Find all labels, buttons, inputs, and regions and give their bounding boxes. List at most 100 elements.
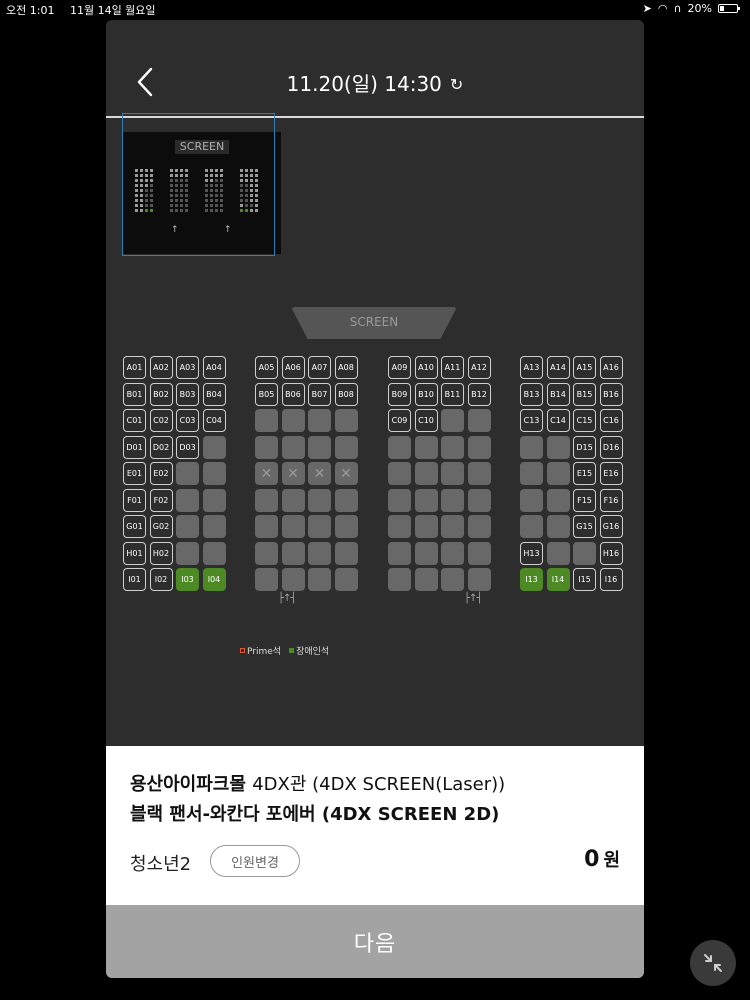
seat-available[interactable]: B08: [334, 382, 358, 406]
seat-available[interactable]: C02: [149, 409, 173, 432]
seat-taken: [414, 541, 438, 565]
minimap-dot: [135, 189, 138, 192]
seat-available[interactable]: C03: [176, 409, 199, 432]
minimap-dot: [175, 189, 178, 192]
seat-available[interactable]: B04: [202, 382, 226, 406]
seat-available[interactable]: B16: [599, 382, 623, 406]
seat-available[interactable]: G15: [573, 515, 596, 538]
seat-available[interactable]: G16: [599, 515, 623, 538]
minimap-dot: [240, 179, 243, 182]
seat-available[interactable]: A14: [546, 356, 570, 379]
seat-handicap[interactable]: I14: [546, 568, 570, 591]
seat-available[interactable]: B01: [123, 382, 146, 406]
seat-available[interactable]: G02: [149, 515, 173, 538]
seat-available[interactable]: B02: [149, 382, 173, 406]
minimap-dot: [220, 204, 223, 207]
seat-available[interactable]: B05: [255, 382, 278, 406]
seat-available[interactable]: B14: [546, 382, 570, 406]
refresh-icon[interactable]: ↻: [449, 75, 464, 94]
minimap-exit-icon: ↑: [224, 225, 232, 235]
seat-available[interactable]: H16: [599, 541, 623, 565]
next-button[interactable]: 다음: [106, 905, 644, 978]
seat-available[interactable]: C16: [599, 409, 623, 432]
seat-available[interactable]: B10: [414, 382, 438, 406]
back-button[interactable]: [132, 64, 158, 100]
minimap-dot: [220, 184, 223, 187]
seat-available[interactable]: I02: [149, 568, 173, 591]
change-people-button[interactable]: 인원변경: [210, 845, 300, 877]
seat-available[interactable]: F16: [599, 488, 623, 512]
seat-available[interactable]: A03: [176, 356, 199, 379]
seat-available[interactable]: A13: [520, 356, 543, 379]
seat-available[interactable]: A16: [599, 356, 623, 379]
seat-available[interactable]: D02: [149, 435, 173, 459]
seat-available[interactable]: A04: [202, 356, 226, 379]
seat-available[interactable]: C13: [520, 409, 543, 432]
seat-available[interactable]: A06: [281, 356, 305, 379]
seat-available[interactable]: B13: [520, 382, 543, 406]
seat-available[interactable]: B07: [308, 382, 331, 406]
seat-available[interactable]: D16: [599, 435, 623, 459]
minimap-dot: [145, 179, 148, 182]
seat-available[interactable]: E16: [599, 462, 623, 485]
seat-available[interactable]: F02: [149, 488, 173, 512]
seat-available[interactable]: F01: [123, 488, 146, 512]
seat-available[interactable]: B12: [467, 382, 491, 406]
seat-available[interactable]: E01: [123, 462, 146, 485]
seat-minimap[interactable]: SCREEN ↑↑: [123, 132, 281, 254]
seat-available[interactable]: C15: [573, 409, 596, 432]
seat-available[interactable]: B11: [441, 382, 464, 406]
seat-available[interactable]: C01: [123, 409, 146, 432]
seat-available[interactable]: I16: [599, 568, 623, 591]
seat-available[interactable]: B09: [388, 382, 411, 406]
seat-available[interactable]: A01: [123, 356, 146, 379]
minimap-dot: [255, 184, 258, 187]
seat-available[interactable]: B15: [573, 382, 596, 406]
seat-available[interactable]: E15: [573, 462, 596, 485]
seat-available[interactable]: A09: [388, 356, 411, 379]
seat-available[interactable]: A10: [414, 356, 438, 379]
seat-available[interactable]: G01: [123, 515, 146, 538]
collapse-arrows-icon: [704, 954, 722, 972]
seat-available[interactable]: A05: [255, 356, 278, 379]
exit-fullscreen-button[interactable]: [690, 940, 736, 986]
booking-info-panel: 용산아이파크몰 4DX관 (4DX SCREEN(Laser)) 블랙 팬서-와…: [106, 746, 644, 905]
seat-available[interactable]: F15: [573, 488, 596, 512]
seat-available[interactable]: I01: [123, 568, 146, 591]
minimap-dot: [210, 184, 213, 187]
seat-available[interactable]: C14: [546, 409, 570, 432]
seat-available[interactable]: I15: [573, 568, 596, 591]
prime-swatch-icon: [240, 648, 245, 653]
seat-available[interactable]: A08: [334, 356, 358, 379]
seat-taken: [467, 541, 491, 565]
seat-available[interactable]: E02: [149, 462, 173, 485]
minimap-dot: [240, 204, 243, 207]
minimap-dot: [205, 194, 208, 197]
seat-available[interactable]: B03: [176, 382, 199, 406]
seat-handicap[interactable]: I03: [176, 568, 199, 591]
seat-available[interactable]: C04: [202, 409, 226, 432]
seat-handicap[interactable]: I13: [520, 568, 543, 591]
seat-available[interactable]: A11: [441, 356, 464, 379]
seat-available[interactable]: A07: [308, 356, 331, 379]
seat-handicap[interactable]: I04: [202, 568, 226, 591]
minimap-dot: [205, 179, 208, 182]
seat-available[interactable]: C10: [414, 409, 438, 432]
minimap-dot: [185, 179, 188, 182]
seat-available[interactable]: D15: [573, 435, 596, 459]
minimap-dot: [175, 169, 178, 172]
seat-available[interactable]: D03: [176, 435, 199, 459]
seat-available[interactable]: C09: [388, 409, 411, 432]
seat-available[interactable]: A02: [149, 356, 173, 379]
seat-taken: [467, 435, 491, 459]
seat-taken: [281, 409, 305, 432]
seat-available[interactable]: H13: [520, 541, 543, 565]
seat-available[interactable]: B06: [281, 382, 305, 406]
seat-available[interactable]: H01: [123, 541, 146, 565]
seat-available[interactable]: A15: [573, 356, 596, 379]
minimap-dot: [185, 209, 188, 212]
seat-available[interactable]: H02: [149, 541, 173, 565]
seat-available[interactable]: D01: [123, 435, 146, 459]
seat-available[interactable]: A12: [467, 356, 491, 379]
